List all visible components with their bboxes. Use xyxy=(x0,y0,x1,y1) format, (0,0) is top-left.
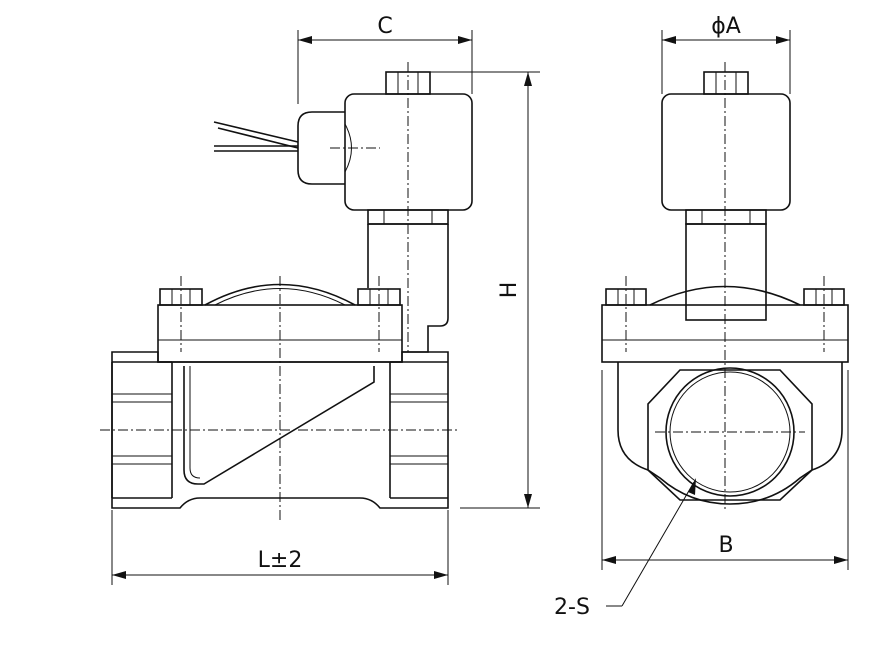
front-view xyxy=(100,62,473,520)
dimension-l-label: L±2 xyxy=(258,548,303,573)
lead-wires xyxy=(213,121,299,152)
leader-2-s-label: 2-S xyxy=(554,595,590,620)
valve-body-outline xyxy=(111,351,449,509)
right-thread-port xyxy=(389,361,448,499)
dimension-b-label: B xyxy=(718,533,733,558)
dimension-c-label: C xyxy=(377,14,392,39)
leader-2-s xyxy=(606,478,696,607)
side-body-outline xyxy=(617,362,843,505)
dimension-c xyxy=(297,30,473,104)
hex-port xyxy=(647,369,813,501)
internal-passage xyxy=(183,366,375,485)
armature-tube xyxy=(367,224,449,353)
side-top-nut xyxy=(703,71,749,95)
side-solenoid-coil xyxy=(661,93,791,211)
dimension-l xyxy=(111,510,449,585)
side-coil-nut xyxy=(685,209,767,225)
dimension-b xyxy=(601,370,849,570)
dimension-phi-a-label: ϕA xyxy=(711,14,741,39)
dimension-h-label: H xyxy=(497,282,522,299)
side-view xyxy=(601,62,849,510)
dimension-h xyxy=(430,71,540,509)
dimension-phi-a xyxy=(661,30,791,94)
